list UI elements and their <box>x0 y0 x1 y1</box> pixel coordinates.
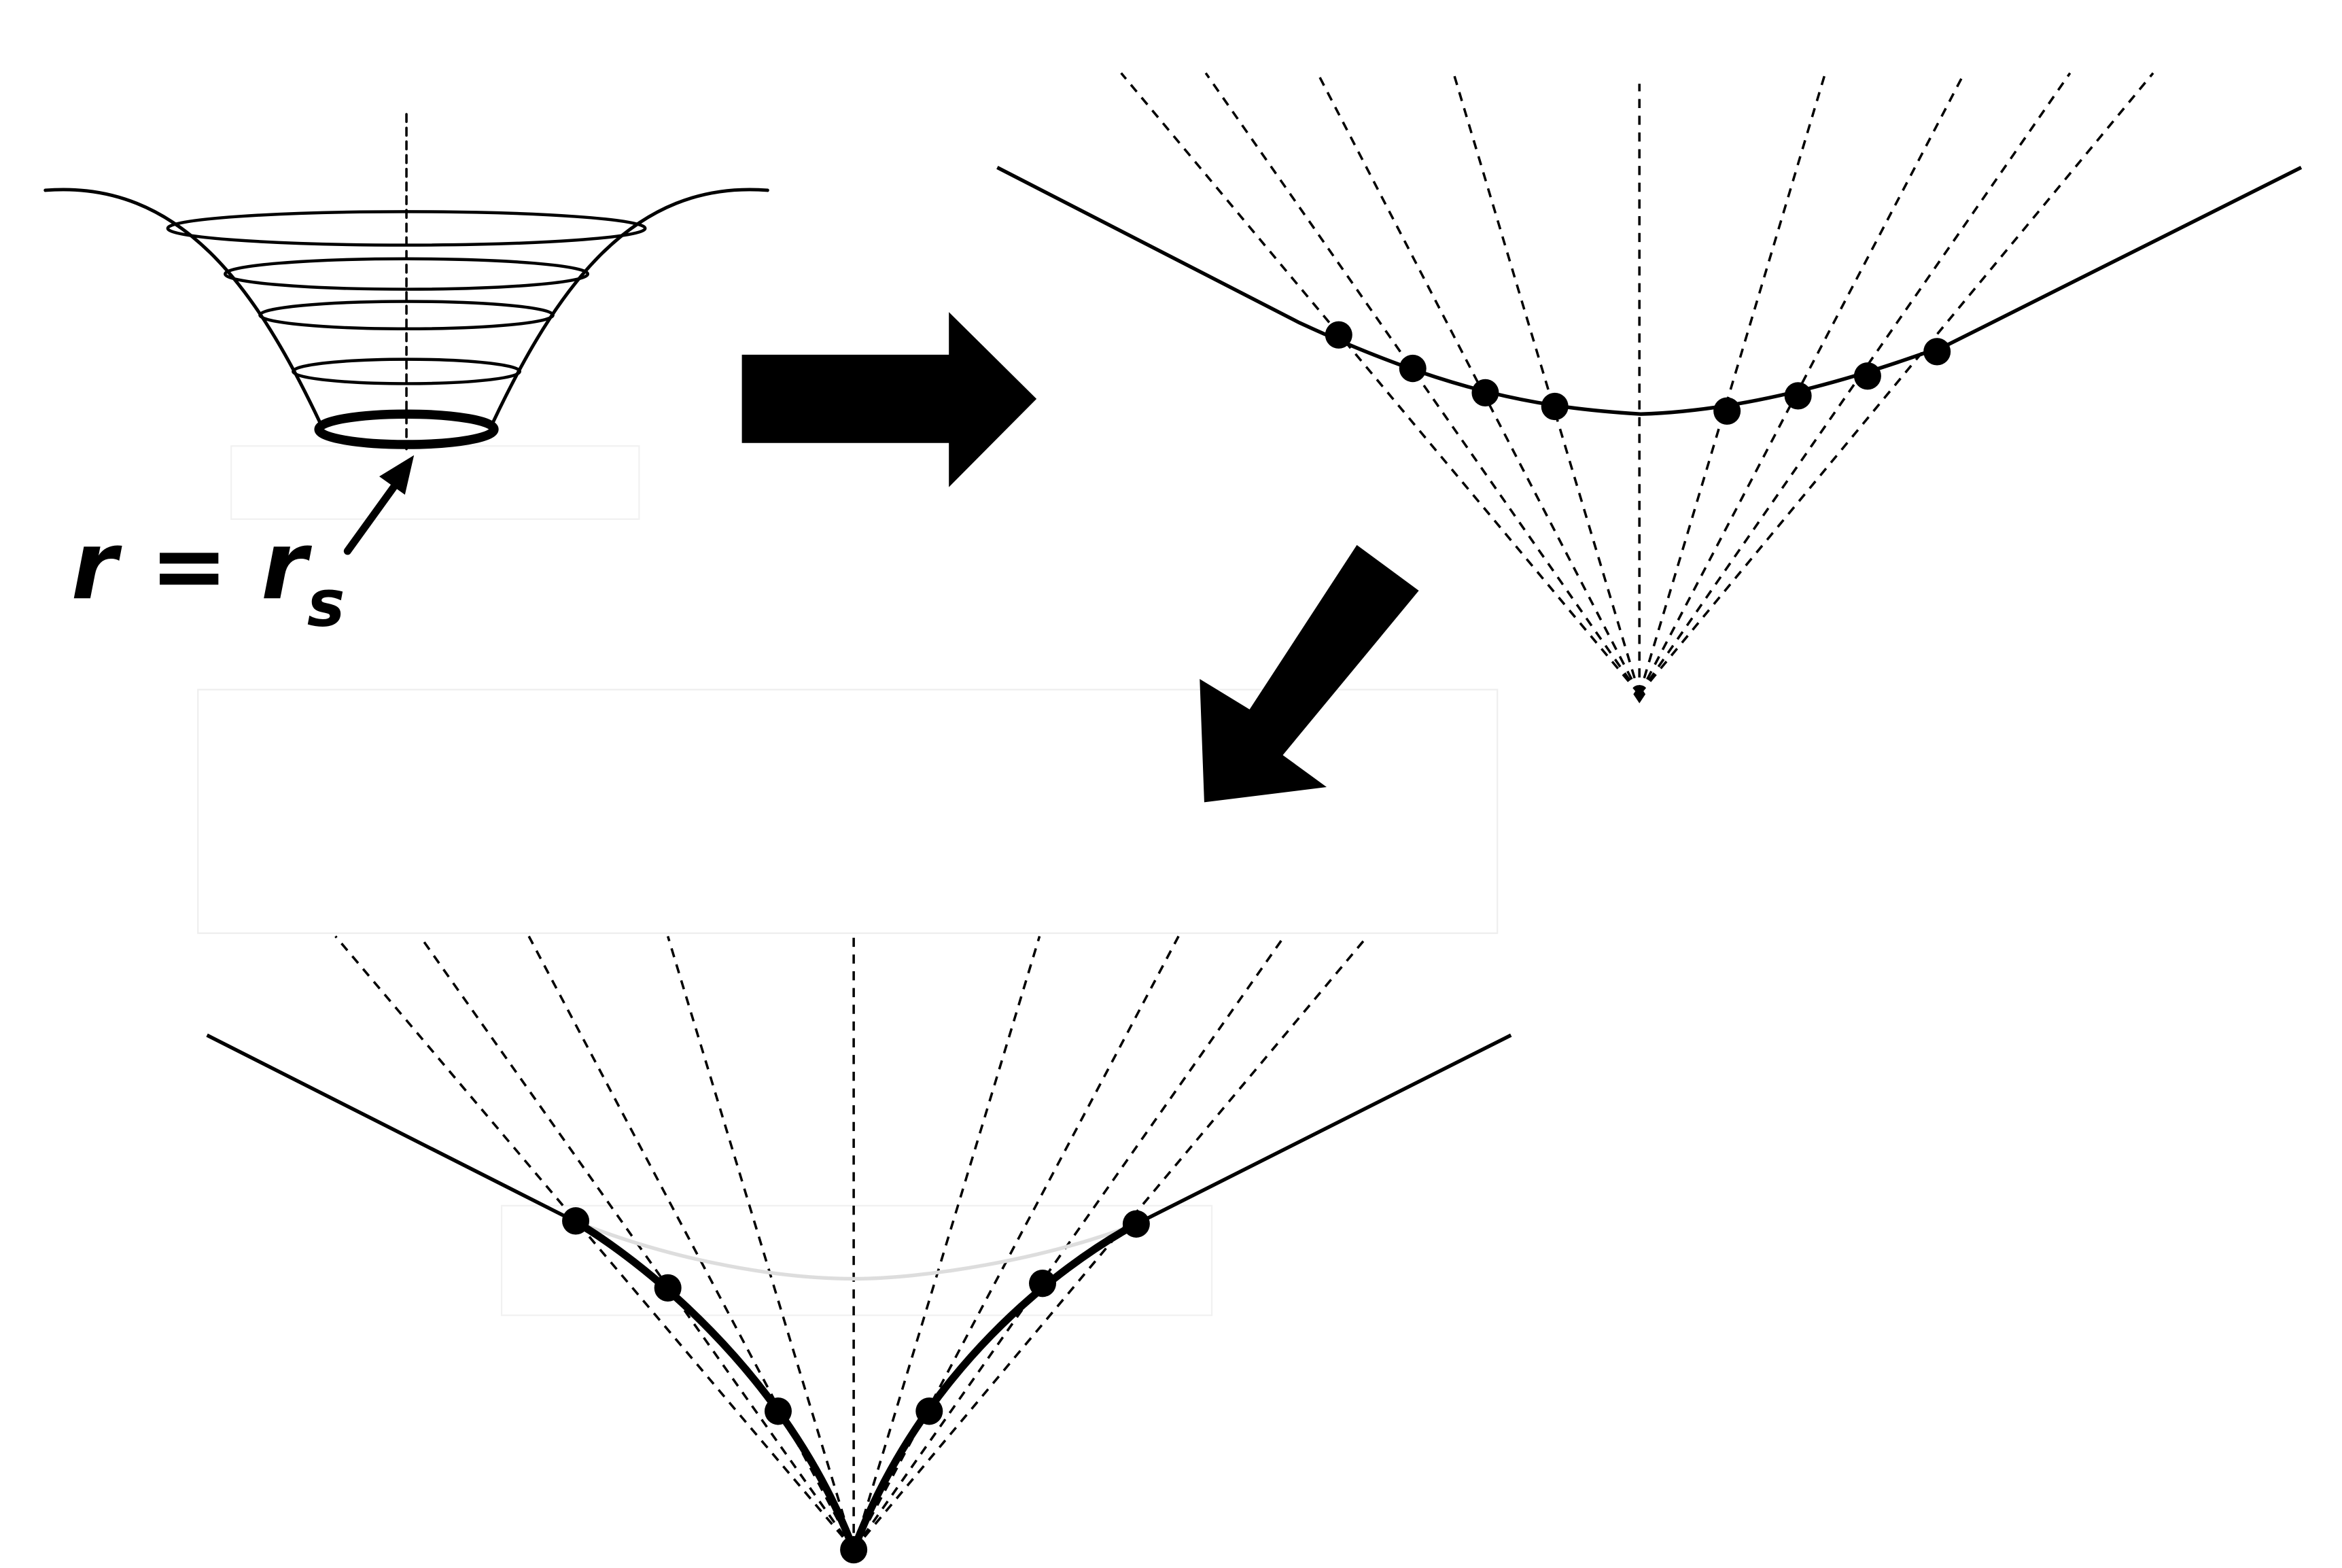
bottom-cusp-point <box>840 1535 868 1564</box>
top-right-dashed-ray <box>1204 72 1641 695</box>
bottom-faint-curve <box>573 1219 1137 1281</box>
top-right-dashed-ray <box>1638 72 2154 695</box>
bottom-cusp-right <box>850 1220 1138 1552</box>
top-right-curve-point <box>1853 362 1881 390</box>
placeholder-box-bottom <box>500 1204 1213 1317</box>
bottom-dashed-ray <box>852 935 1041 1550</box>
top-right-ray-fan <box>1120 72 2154 695</box>
top-right-curve-point <box>1471 379 1499 407</box>
bottom-outer-line-right <box>1135 1033 1512 1226</box>
pointer-arrow-head <box>379 455 415 495</box>
bottom-cusp-point <box>654 1274 682 1302</box>
top-right-curve-point <box>1784 382 1812 410</box>
top-right-dashed-ray <box>1452 72 1641 695</box>
bottom-cusp-point <box>915 1397 943 1425</box>
top-right-curve <box>996 165 2303 416</box>
funnel-ring <box>292 358 522 385</box>
bottom-cusp-point <box>764 1397 792 1425</box>
bottom-cusp-point <box>562 1207 590 1235</box>
right-block-arrow <box>741 312 1037 487</box>
placeholder-box-top-left <box>230 445 640 520</box>
bottom-ray-fan <box>334 935 1369 1551</box>
funnel-embedding <box>43 113 769 451</box>
funnel-ring <box>258 300 555 331</box>
top-right-curve-point <box>1541 392 1569 421</box>
bottom-outer-line-left <box>206 1033 576 1223</box>
placeholder-box-middle <box>197 689 1499 935</box>
funnel-ring <box>166 210 647 247</box>
top-right-dashed-ray <box>1120 72 1641 695</box>
bottom-cusp-point <box>1029 1269 1057 1297</box>
top-right-curve-point <box>1923 338 1951 366</box>
top-right-dashed-ray <box>1638 72 2072 695</box>
bottom-cusp-left <box>572 1217 858 1552</box>
top-right-curve-point <box>1713 397 1741 425</box>
bottom-dashed-ray <box>852 935 1286 1551</box>
top-right-point-group <box>1325 321 1951 425</box>
funnel-throat-ring <box>314 409 499 449</box>
funnel-right-wall <box>491 188 769 425</box>
down-left-block-arrow <box>1200 544 1419 803</box>
radius-label: r = rs <box>71 511 345 642</box>
bottom-point-group <box>562 1207 1150 1564</box>
bottom-dashed-ray <box>334 935 855 1551</box>
funnel-ring <box>224 257 590 291</box>
bottom-cusp-point <box>1122 1210 1150 1238</box>
top-right-curve-point <box>1325 321 1352 349</box>
bottom-dashed-ray <box>852 935 1180 1550</box>
top-right-apex-marker <box>1633 684 1646 703</box>
bottom-dashed-ray <box>666 935 855 1550</box>
throat-pointer <box>343 455 415 555</box>
radius-label-subscript: s <box>307 567 345 641</box>
top-right-dashed-ray <box>1638 72 1827 695</box>
top-right-curve-point <box>1399 354 1427 383</box>
pointer-arrow-shaft <box>343 480 400 555</box>
funnel-left-wall <box>43 188 322 425</box>
